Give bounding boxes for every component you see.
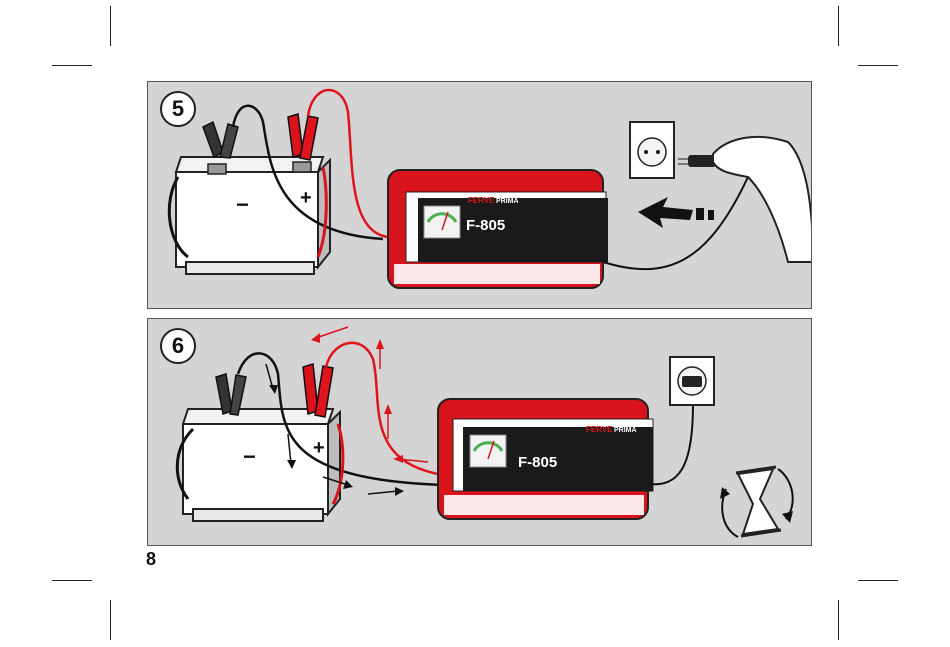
page-number: 8 — [146, 549, 156, 570]
hourglass-icon — [736, 467, 781, 536]
crop-mark-top-left-v — [110, 6, 111, 46]
charger-model: F-805 — [518, 454, 557, 471]
plug-icon — [678, 155, 716, 167]
mains-cable — [648, 404, 693, 484]
crop-mark-bottom-left-h — [52, 580, 92, 581]
crop-mark-bottom-right-v — [838, 600, 839, 640]
charger-brand: FERVE — [468, 196, 495, 205]
step-6-illustration: − + — [148, 319, 812, 546]
charger-model: F-805 — [466, 217, 505, 234]
battery-positive-symbol: + — [300, 187, 312, 209]
step-5-badge: 5 — [160, 91, 196, 127]
charger-series: PRIMA — [496, 198, 519, 205]
crop-mark-bottom-right-h — [858, 580, 898, 581]
crop-mark-top-right-v — [838, 6, 839, 46]
charger-icon: FERVE PRIMA F-805 — [388, 170, 608, 288]
battery-icon: − + — [183, 409, 340, 521]
step-6-panel: − + — [147, 318, 812, 546]
battery-negative-symbol: − — [243, 444, 256, 469]
charger-brand: FERVE — [586, 425, 613, 434]
step-6-badge: 6 — [160, 328, 196, 364]
hand-icon — [713, 137, 812, 262]
wall-socket-icon — [630, 122, 674, 178]
battery-negative-symbol: − — [236, 192, 249, 217]
wall-socket-icon — [670, 357, 714, 405]
crop-mark-top-right-h — [858, 65, 898, 66]
charger-series: PRIMA — [614, 427, 637, 434]
crop-mark-top-left-h — [52, 65, 92, 66]
plug-icon — [682, 376, 702, 387]
charger-icon: FERVE PRIMA F-805 — [438, 399, 653, 519]
battery-positive-symbol: + — [313, 437, 325, 459]
crop-mark-bottom-left-v — [110, 600, 111, 640]
mains-cable — [603, 177, 748, 269]
step-5-illustration: − + FERVE PRIMA F-805 — [148, 82, 812, 309]
step-5-panel: − + FERVE PRIMA F-805 — [147, 81, 812, 309]
direction-arrow-icon — [638, 197, 714, 228]
